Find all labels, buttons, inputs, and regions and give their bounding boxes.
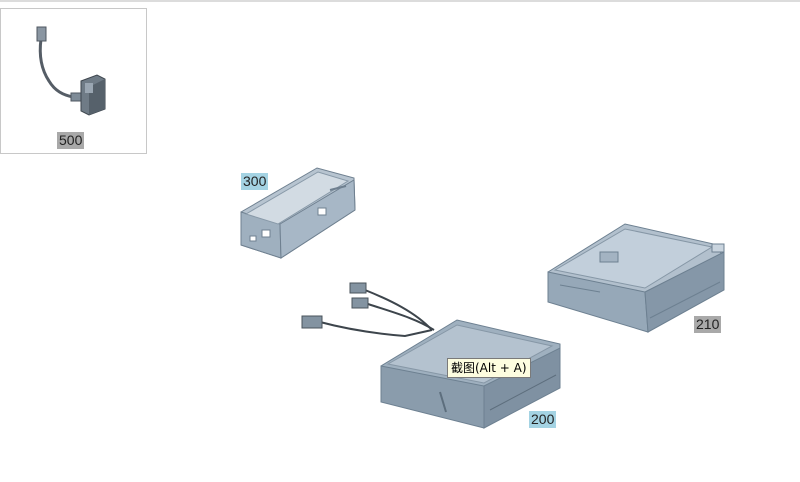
callout-300[interactable]: 300 <box>241 173 269 190</box>
part-210-unit[interactable] <box>547 223 725 333</box>
part-300-frame[interactable] <box>240 167 356 259</box>
callout-500[interactable]: 500 <box>57 132 85 149</box>
top-border <box>0 0 800 2</box>
callout-200[interactable]: 200 <box>529 411 557 428</box>
callout-210[interactable]: 210 <box>694 316 722 333</box>
part-500-thumbnail[interactable] <box>0 8 147 154</box>
part-500-drawing <box>36 26 106 116</box>
screenshot-tooltip: 截图(Alt + A) <box>447 358 531 378</box>
part-200-unit[interactable] <box>301 282 561 429</box>
